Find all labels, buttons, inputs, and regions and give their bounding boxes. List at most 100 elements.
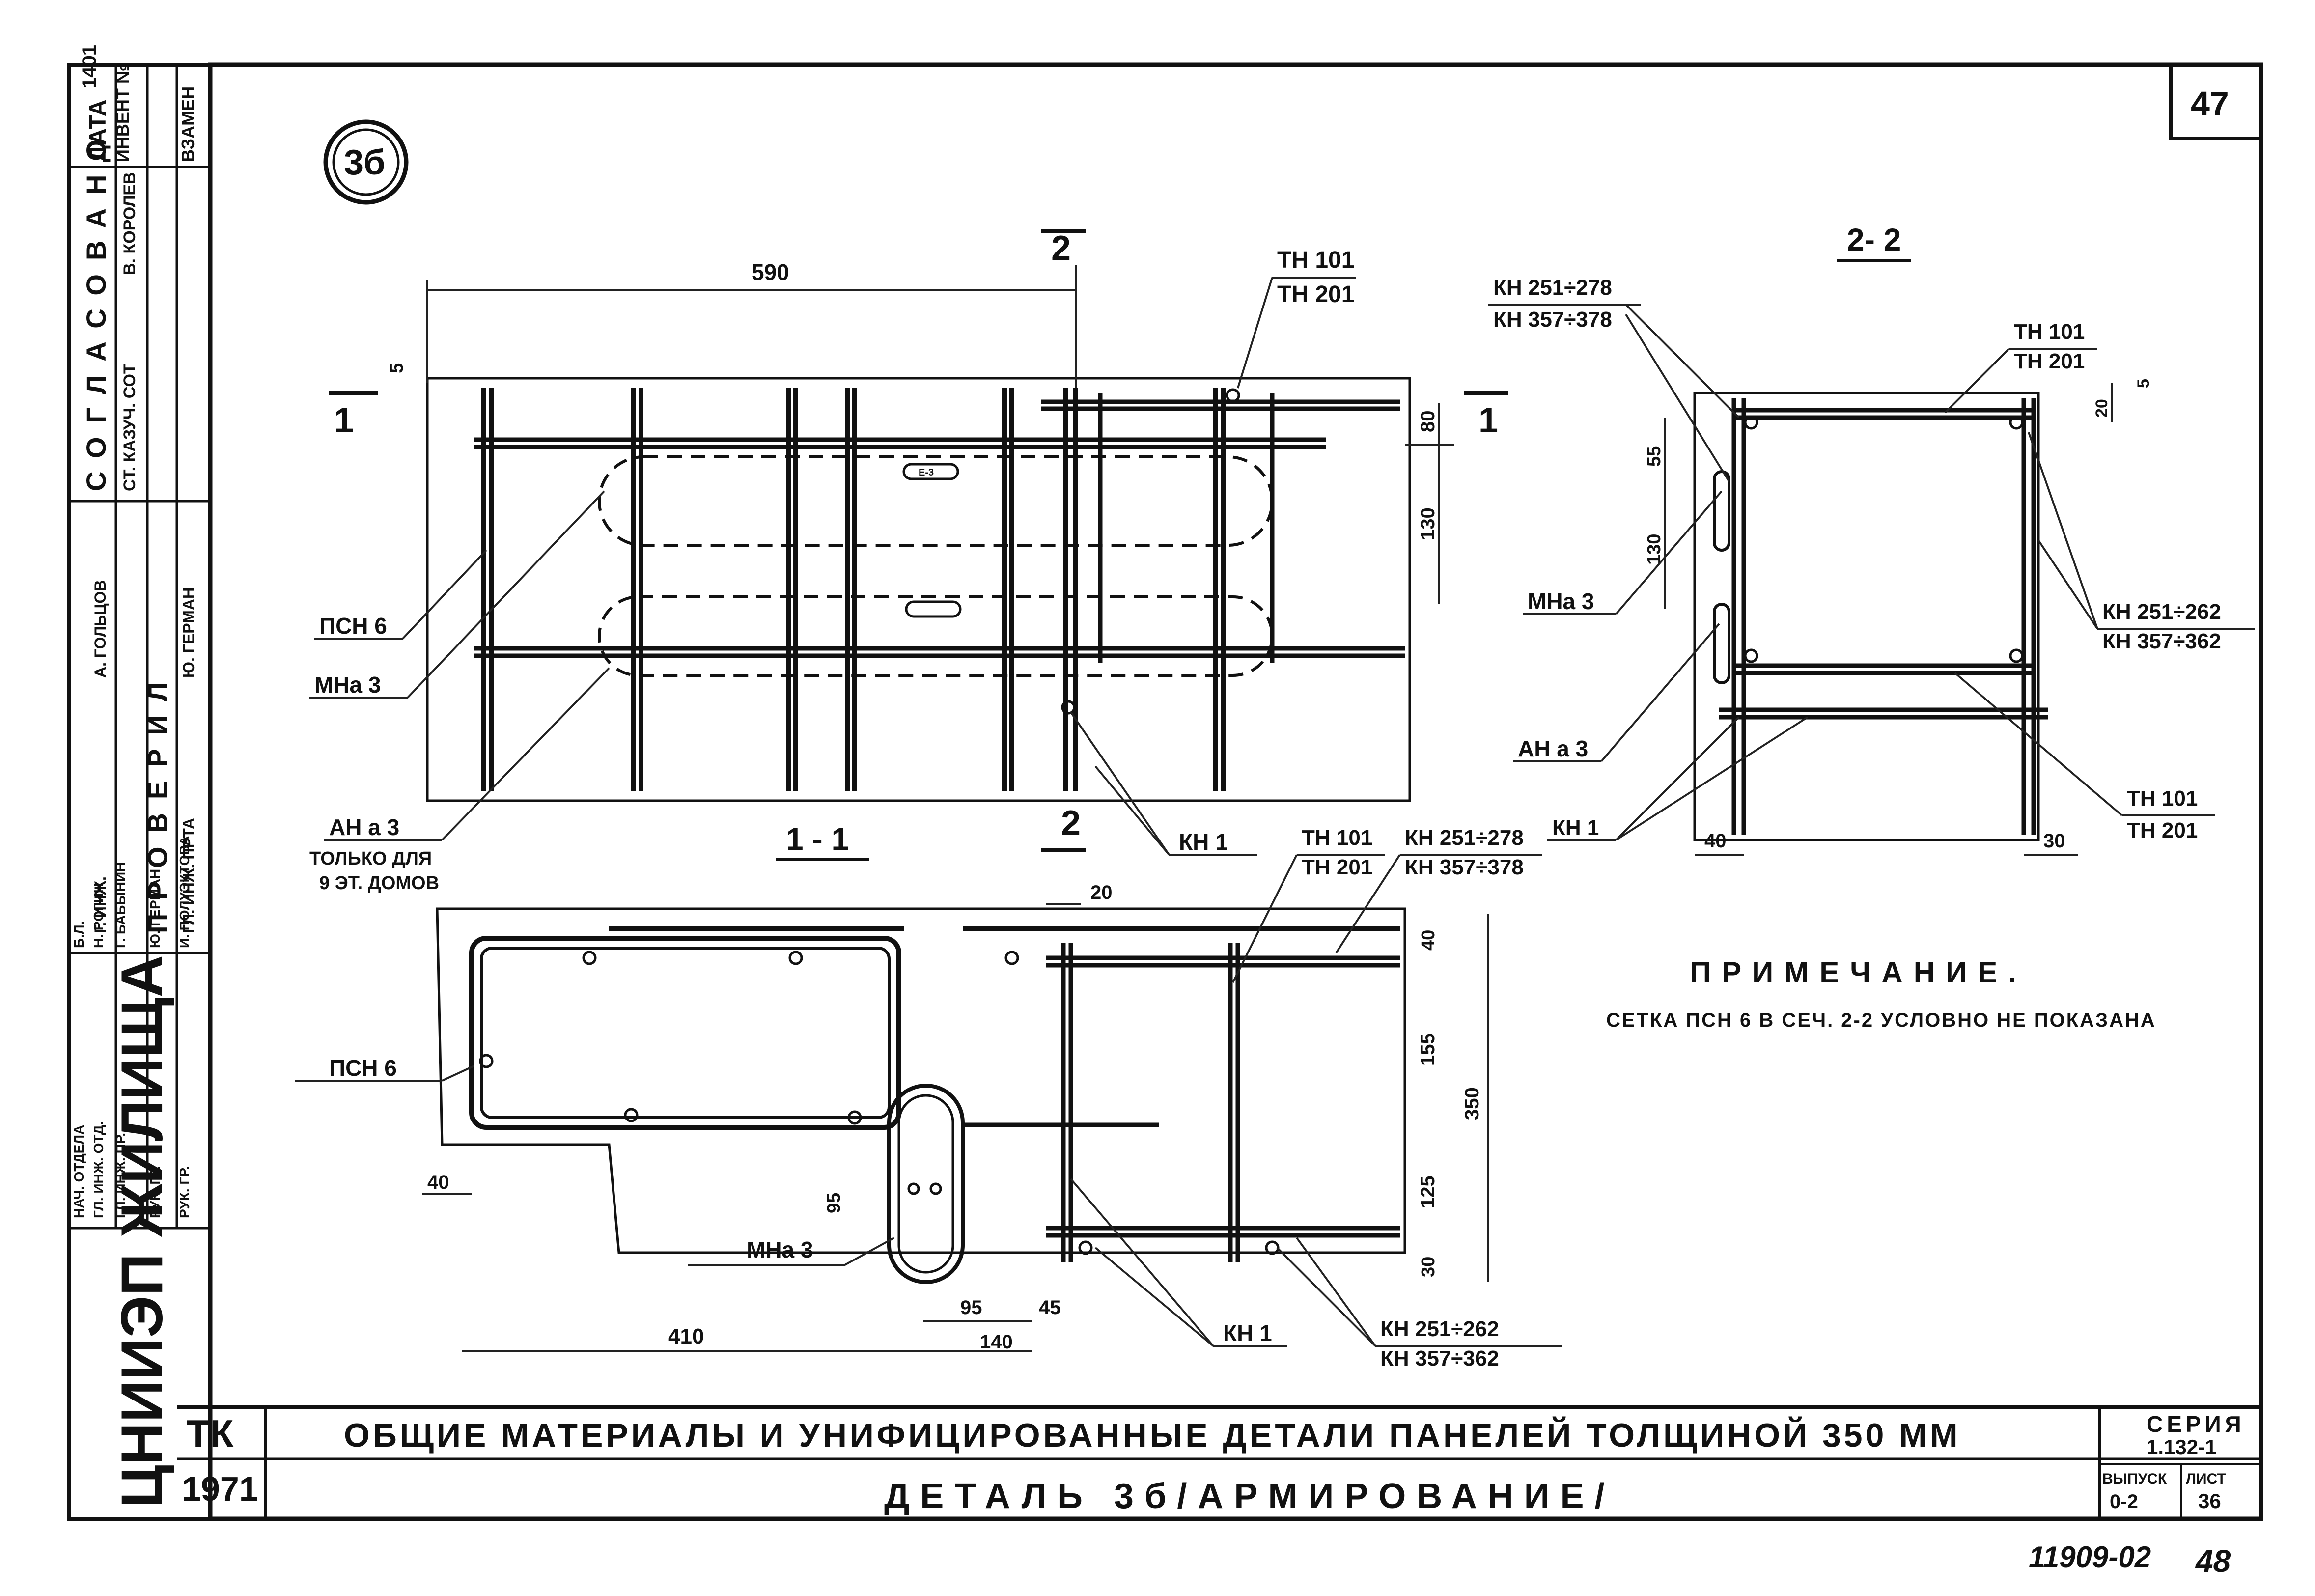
section-1-1: Е-3 590 5 80 130 1 1 2 2 1 - 1 ТН 101 ТН… — [309, 229, 1508, 894]
dim-5b: 5 — [2134, 379, 2153, 388]
org-code: ТК — [187, 1412, 234, 1455]
label-ana3-b: АН а 3 — [1518, 736, 1588, 761]
series-label: СЕРИЯ — [2147, 1411, 2245, 1437]
plan-dim-140: 140 — [980, 1331, 1013, 1353]
dim-130b: 130 — [1644, 534, 1665, 565]
side-row-role-1: НАЧ. ОТДЕЛА — [71, 1125, 86, 1218]
label-kn251-278-b: КН 251÷278 — [1405, 826, 1524, 850]
sheet-number-box — [2169, 63, 2263, 140]
dim-80: 80 — [1417, 411, 1439, 433]
sheet-number: 47 — [2191, 84, 2229, 123]
label-mna3-c: МНа 3 — [747, 1237, 813, 1262]
sheet-label: ЛИСТ — [2186, 1471, 2226, 1487]
institute-name: ЦНИИЭП ЖИЛИЩА — [109, 955, 175, 1508]
plan-dim-45: 45 — [1039, 1297, 1061, 1318]
label-tn201-b: ТН 201 — [2014, 349, 2085, 373]
cut-1-left: 1 — [334, 401, 354, 440]
title-line-1: ОБЩИЕ МАТЕРИАЛЫ И УНИФИЦИРОВАННЫЕ ДЕТАЛИ… — [344, 1416, 1961, 1454]
plan-dim-155: 155 — [1417, 1033, 1439, 1066]
side-row-role-3: ГЛ. ИНЖ. ПР. — [113, 1133, 128, 1218]
label-ana3-note1: ТОЛЬКО ДЛЯ — [309, 848, 432, 869]
label-kn1-a: КН 1 — [1179, 829, 1228, 855]
detail-mark-circle — [323, 119, 409, 205]
note-title: ПРИМЕЧАНИЕ. — [1690, 956, 2027, 989]
label-kn251-262-b: КН 251÷262 — [1380, 1317, 1499, 1341]
side-row-name-4: Ю. ГЕРМАН — [147, 869, 163, 948]
label-mna3-b: МНа 3 — [1528, 588, 1594, 614]
label-kn251-262-a: КН 251÷262 — [2102, 600, 2221, 624]
side-checked-row-4: Ю. ГЕРМАН — [180, 588, 197, 678]
issue-value: 0-2 — [2110, 1491, 2138, 1512]
side-agreed-label: СОГЛАСОВАНО — [81, 126, 112, 491]
side-agreed-row-2: В. КОРОЛЕВ — [120, 172, 139, 275]
dim-5: 5 — [387, 363, 407, 373]
label-psn6-a: ПСН 6 — [319, 613, 387, 639]
label-kn357-362-b: КН 357÷362 — [1380, 1346, 1499, 1371]
cut-2-top: 2 — [1051, 229, 1071, 268]
label-kn1-b: КН 1 — [1552, 816, 1599, 840]
label-tn101-c: ТН 101 — [2127, 786, 2198, 811]
side-checked-row-3: ГЛ. ИНЖ. ПРТА — [180, 818, 197, 933]
dim-40: 40 — [1704, 830, 1727, 852]
plan-view: 40 155 350 125 30 20 40 95 410 95 45 140… — [295, 826, 1562, 1371]
bottom-stamp: 11909-02 — [2029, 1540, 2151, 1573]
side-checked-row-1: Г. ИНЖ. — [91, 876, 109, 933]
label-tn101-a: ТН 101 — [1277, 247, 1354, 273]
plan-dim-95: 95 — [960, 1297, 982, 1318]
sheet-value: 36 — [2198, 1489, 2221, 1512]
detail-mark: 3б — [344, 143, 386, 182]
label-tn201-c: ТН 201 — [2127, 818, 2198, 842]
section-2-2-label: 2- 2 — [1847, 222, 1901, 257]
plan-dim-30: 30 — [1418, 1257, 1439, 1277]
plan-dim-350: 350 — [1461, 1087, 1483, 1120]
side-checked-row-2: А. ГОЛЬЦОВ — [91, 580, 109, 678]
bar-tag: Е-3 — [919, 467, 934, 478]
plan-dim-40: 40 — [1418, 930, 1439, 951]
side-row-name-2: Н. РОГИН — [91, 883, 106, 948]
note: ПРИМЕЧАНИЕ. СЕТКА ПСН 6 В СЕЧ. 2-2 УСЛОВ… — [1606, 956, 2156, 1031]
dim-30: 30 — [2043, 830, 2065, 852]
side-agreed-row-1: СТ. КАЗУЧ. СОТ — [120, 364, 139, 491]
title-line-2: ДЕТАЛЬ 3б/АРМИРОВАНИЕ/ — [884, 1477, 1615, 1516]
label-psn6-b: ПСН 6 — [329, 1055, 397, 1081]
plan-dim-95v: 95 — [824, 1193, 844, 1213]
side-stamp: ДАТА ИНВЕНТ № ВЗАМЕН СОГЛАСОВАНО СТ. КАЗ… — [71, 45, 198, 1508]
year: 1971 — [182, 1470, 258, 1508]
note-text: СЕТКА ПСН 6 В СЕЧ. 2-2 УСЛОВНО НЕ ПОКАЗА… — [1606, 1009, 2156, 1031]
side-inv-label: ИНВЕНТ № — [112, 64, 133, 162]
cut-1-right: 1 — [1478, 401, 1498, 440]
plan-dim-20: 20 — [1090, 882, 1113, 903]
series-value: 1.132-1 — [2147, 1435, 2216, 1458]
section-1-1-label: 1 - 1 — [786, 821, 849, 857]
side-date-label: ДАТА — [85, 100, 111, 162]
label-ana3-note2: 9 ЭТ. ДОМОВ — [319, 873, 439, 894]
side-row-role-5: РУК. ГР. — [177, 1166, 192, 1218]
dim-55: 55 — [1644, 446, 1665, 467]
dim-130: 130 — [1417, 507, 1439, 540]
plan-dim-125: 125 — [1417, 1176, 1439, 1208]
side-row-name-5: И. ПОЛУЭКТОВА — [177, 836, 192, 948]
label-tn201-d: ТН 201 — [1302, 855, 1372, 879]
side-stamp-frame — [67, 63, 212, 1521]
handwritten-number: 1401 — [79, 45, 100, 88]
side-row-name-3: Г. БАБЫНИН — [113, 862, 128, 948]
side-replace-label: ВЗАМЕН — [178, 86, 198, 162]
plan-dim-410: 410 — [668, 1324, 704, 1348]
outer-frame — [208, 62, 2263, 1521]
label-kn357-378-b: КН 357÷378 — [1405, 855, 1524, 879]
side-row-name-1: Б.Л. — [71, 921, 86, 948]
label-mna3-a: МНа 3 — [314, 672, 381, 698]
section-2-2: 2- 2 55 130 20 5 40 30 КН 251÷278 КН 357… — [1488, 222, 2255, 856]
plan-dim-40h: 40 — [427, 1172, 449, 1193]
side-row-role-2: ГЛ. ИНЖ. ОТД. — [91, 1121, 106, 1218]
label-tn101-b: ТН 101 — [2014, 320, 2085, 344]
side-row-role-4: РУК. ГР. — [147, 1166, 163, 1218]
dim-20: 20 — [2092, 399, 2111, 418]
label-ana3-a: АН а 3 — [329, 814, 399, 840]
label-kn1-c: КН 1 — [1223, 1320, 1272, 1346]
cut-2-bottom: 2 — [1061, 804, 1081, 843]
bottom-page: 48 — [2195, 1543, 2231, 1579]
label-tn101-d: ТН 101 — [1302, 826, 1372, 850]
title-block: ТК 1971 ОБЩИЕ МАТЕРИАЛЫ И УНИФИЦИРОВАННЫ… — [177, 1405, 2261, 1519]
